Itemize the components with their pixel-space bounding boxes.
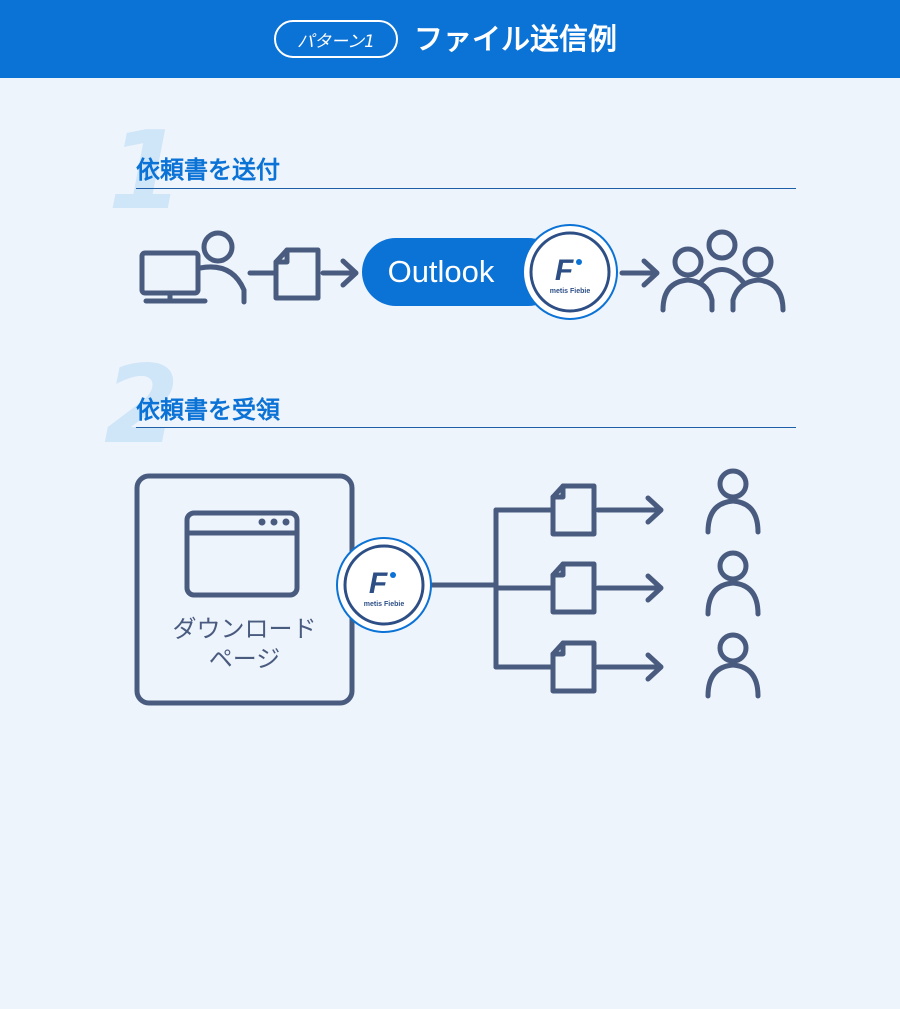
pattern-badge: パターン1 [274,20,398,58]
brand-label: metis Fiebie [363,601,405,608]
brand-label: metis Fiebie [549,288,591,295]
sender-person-icon [197,230,247,305]
header-bar: パターン1 ファイル送信例 [0,0,900,78]
download-page-label: ダウンロード ページ [137,614,352,674]
computer-icon [139,250,208,304]
page-title: ファイル送信例 [414,22,618,56]
outlook-pill [362,238,562,306]
person-icon [705,632,761,699]
section-divider-1 [136,188,796,189]
download-label-line2: ページ [208,645,281,673]
step-number-2: 2 [104,343,180,468]
section-divider-2 [136,427,796,428]
arrow-icon [595,495,664,525]
arrow-icon [595,652,664,682]
recipient-group-icon [660,229,786,313]
svg-text:F: F [369,567,388,600]
download-label-line1: ダウンロード [172,615,317,643]
document-icon [273,247,321,301]
step-number-1: 1 [108,109,184,234]
step-title-1: 依頼書を送付 [136,156,280,184]
document-icon [550,640,597,694]
window-dots-icon [258,518,290,526]
arrow-icon [619,258,660,288]
step-title-2: 依頼書を受領 [136,396,280,424]
document-icon [550,561,597,615]
document-icon [550,483,597,537]
browser-window-icon [184,510,300,598]
fiebie-logo-icon: F [522,224,618,320]
outlook-label: Outlook [387,254,495,289]
svg-text:F: F [555,254,574,287]
document-fold-icon [273,247,290,265]
person-icon [705,550,761,617]
arrow-icon [595,573,664,603]
person-icon [705,468,761,535]
fiebie-logo-icon: F [336,537,432,633]
arrow-icon [320,258,359,288]
